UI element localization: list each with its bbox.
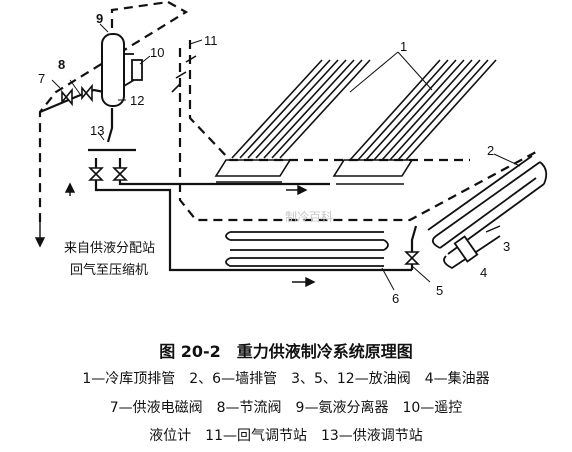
label-13: 13 — [90, 123, 105, 138]
label-2: 2 — [487, 143, 495, 158]
label-5: 5 — [436, 283, 444, 298]
separator-outlet-pipe — [106, 108, 114, 143]
ceiling-coil-left — [214, 59, 371, 183]
label-6: 6 — [392, 291, 400, 306]
legend-line-1: 1—冷库顶排管 2、6—墙排管 3、5、12—放油阀 4—集油器 — [82, 371, 490, 387]
supply-solenoid-valve — [61, 87, 73, 107]
return-station-branch — [178, 48, 537, 222]
supply-from-distribution-label: 来自供液分配站 — [64, 241, 156, 256]
liquid-separator — [101, 33, 125, 107]
wall-coil-bottom — [225, 231, 389, 267]
wall-coil-right — [427, 155, 548, 270]
legend-line-2: 7—供液电磁阀 8—节流阀 9—氨液分离器 10—遥控 — [109, 400, 463, 416]
supply-branch-pipe — [118, 158, 176, 186]
label-11: 11 — [204, 33, 218, 48]
remote-level-gauge — [123, 53, 143, 87]
return-to-compressor-label: 回气至压缩机 — [70, 263, 149, 278]
supply-main-pipe — [94, 158, 412, 272]
return-gas-pipe-top — [38, 1, 189, 222]
return-station-valve — [171, 55, 197, 93]
supply-station-valve-left — [88, 167, 104, 181]
label-1: 1 — [400, 39, 408, 54]
label-12: 12 — [130, 93, 145, 108]
ceiling-coil-right — [332, 59, 497, 185]
separator-top-riser — [110, 0, 169, 28]
legend-line-3: 液位计 11—回气调节站 13—供液调节站 — [149, 428, 423, 444]
throttle-valve — [81, 83, 93, 103]
supply-station-valve-right — [112, 167, 128, 181]
label-8: 8 — [58, 57, 66, 72]
drain-valve-5 — [404, 251, 420, 265]
label-3: 3 — [503, 239, 511, 254]
label-9: 9 — [96, 11, 104, 26]
figure-title: 图 20-2 重力供液制冷系统原理图 — [159, 342, 413, 361]
label-4: 4 — [480, 265, 488, 280]
label-7: 7 — [38, 71, 46, 86]
oil-collector — [453, 235, 479, 263]
watermark: 制冷百科 — [285, 210, 334, 224]
refrigeration-system-diagram — [34, 0, 548, 291]
label-10: 10 — [150, 45, 165, 60]
